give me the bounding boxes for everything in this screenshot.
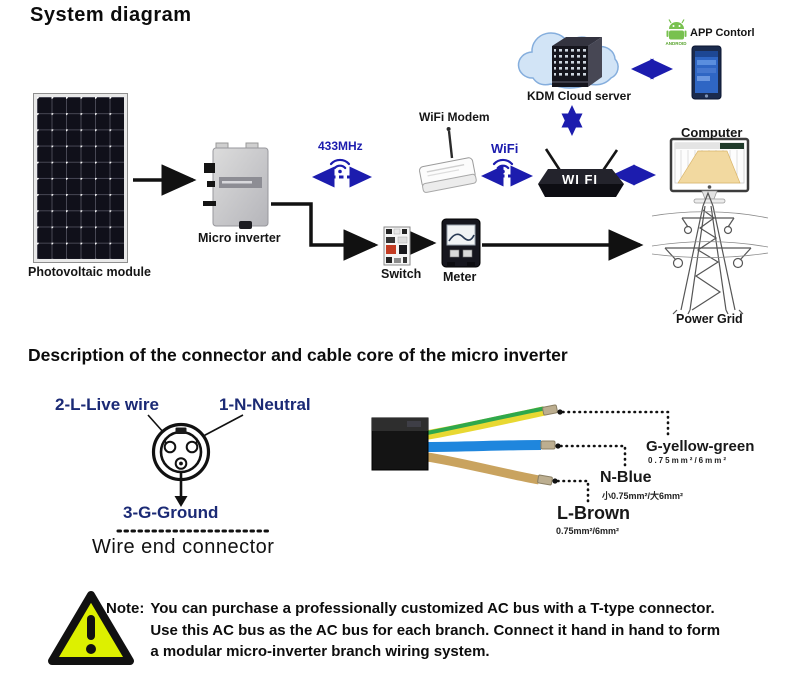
power-grid-icon	[651, 191, 769, 315]
wire-end-connector-caption: Wire end connector	[92, 536, 275, 558]
wifi-router-icon: WI FI	[538, 148, 624, 197]
solar-cells	[37, 97, 124, 259]
cloud-server-icon	[517, 32, 619, 89]
pv-module-label: Photovoltaic module	[28, 265, 151, 279]
android-robot-icon: ANDROID	[666, 19, 688, 46]
switch-icon	[383, 226, 411, 266]
wifi-modem-icon	[419, 127, 477, 193]
cloud-server-label: KDM Cloud server	[527, 89, 632, 103]
wire-yellow-green-label: G-yellow-green	[646, 438, 755, 455]
wire-brown-label: L-Brown	[557, 503, 630, 523]
note-line-1: You can purchase a professionally custom…	[150, 600, 715, 617]
app-phone-icon	[691, 45, 722, 100]
meter-label: Meter	[443, 270, 477, 284]
connector-section-title: Description of the connector and cable c…	[28, 345, 568, 365]
switch-label: Switch	[381, 267, 422, 281]
connector-cable-art	[116, 404, 670, 533]
wifi-link-icon	[492, 158, 514, 174]
meter-icon	[441, 218, 481, 268]
system-diagram-art: WI FI ANDROID	[133, 19, 769, 315]
wifi-modem-label: WiFi Modem	[419, 110, 490, 124]
wire-blue-label: N-Blue	[600, 469, 652, 486]
rf-433mhz-label: 433MHz	[318, 139, 363, 153]
wire-leader-lines	[552, 409, 670, 505]
app-control-label: APP Contorl	[690, 27, 755, 39]
note-label: Note:	[106, 600, 145, 617]
flow-arrows	[133, 164, 644, 261]
photovoltaic-module-icon	[33, 93, 128, 263]
android-wordmark: ANDROID	[666, 41, 688, 46]
note-line-2: Use this AC bus as the AC bus for each b…	[150, 621, 721, 639]
wire-blue-spec: 小0.75mm²/大6mm²	[602, 491, 684, 501]
micro-inverter-icon	[203, 142, 269, 229]
wifi-433mhz-icon	[329, 158, 351, 174]
wire-brown-spec: 0.75mm²/6mm²	[556, 526, 620, 536]
pin-live-label: 2-L-Live wire	[55, 395, 159, 414]
computer-label: Computer	[681, 125, 743, 140]
warning-triangle-icon	[48, 591, 134, 665]
pin-neutral-label: 1-N-Neutral	[219, 395, 311, 414]
cable-icon	[371, 404, 558, 486]
note-block: Note: You can purchase a professionally …	[106, 598, 774, 663]
wire-yellow-green-spec: 0.75mm²/6mm²	[648, 456, 729, 465]
computer-icon	[669, 137, 750, 204]
system-diagram-title: System diagram	[30, 4, 192, 26]
wire-end-connector-icon	[116, 414, 270, 533]
power-grid-label: Power Grid	[676, 312, 743, 326]
note-line-3: a modular micro-inverter branch wiring s…	[150, 643, 490, 660]
inverter-label: Micro inverter	[198, 231, 281, 245]
arrow-inverter-to-switch	[271, 202, 379, 261]
wireless-links	[312, 58, 673, 188]
pin-ground-label: 3-G-Ground	[123, 503, 219, 522]
router-wifi-text: WI FI	[562, 172, 598, 187]
wifi-label: WiFi	[491, 141, 519, 156]
